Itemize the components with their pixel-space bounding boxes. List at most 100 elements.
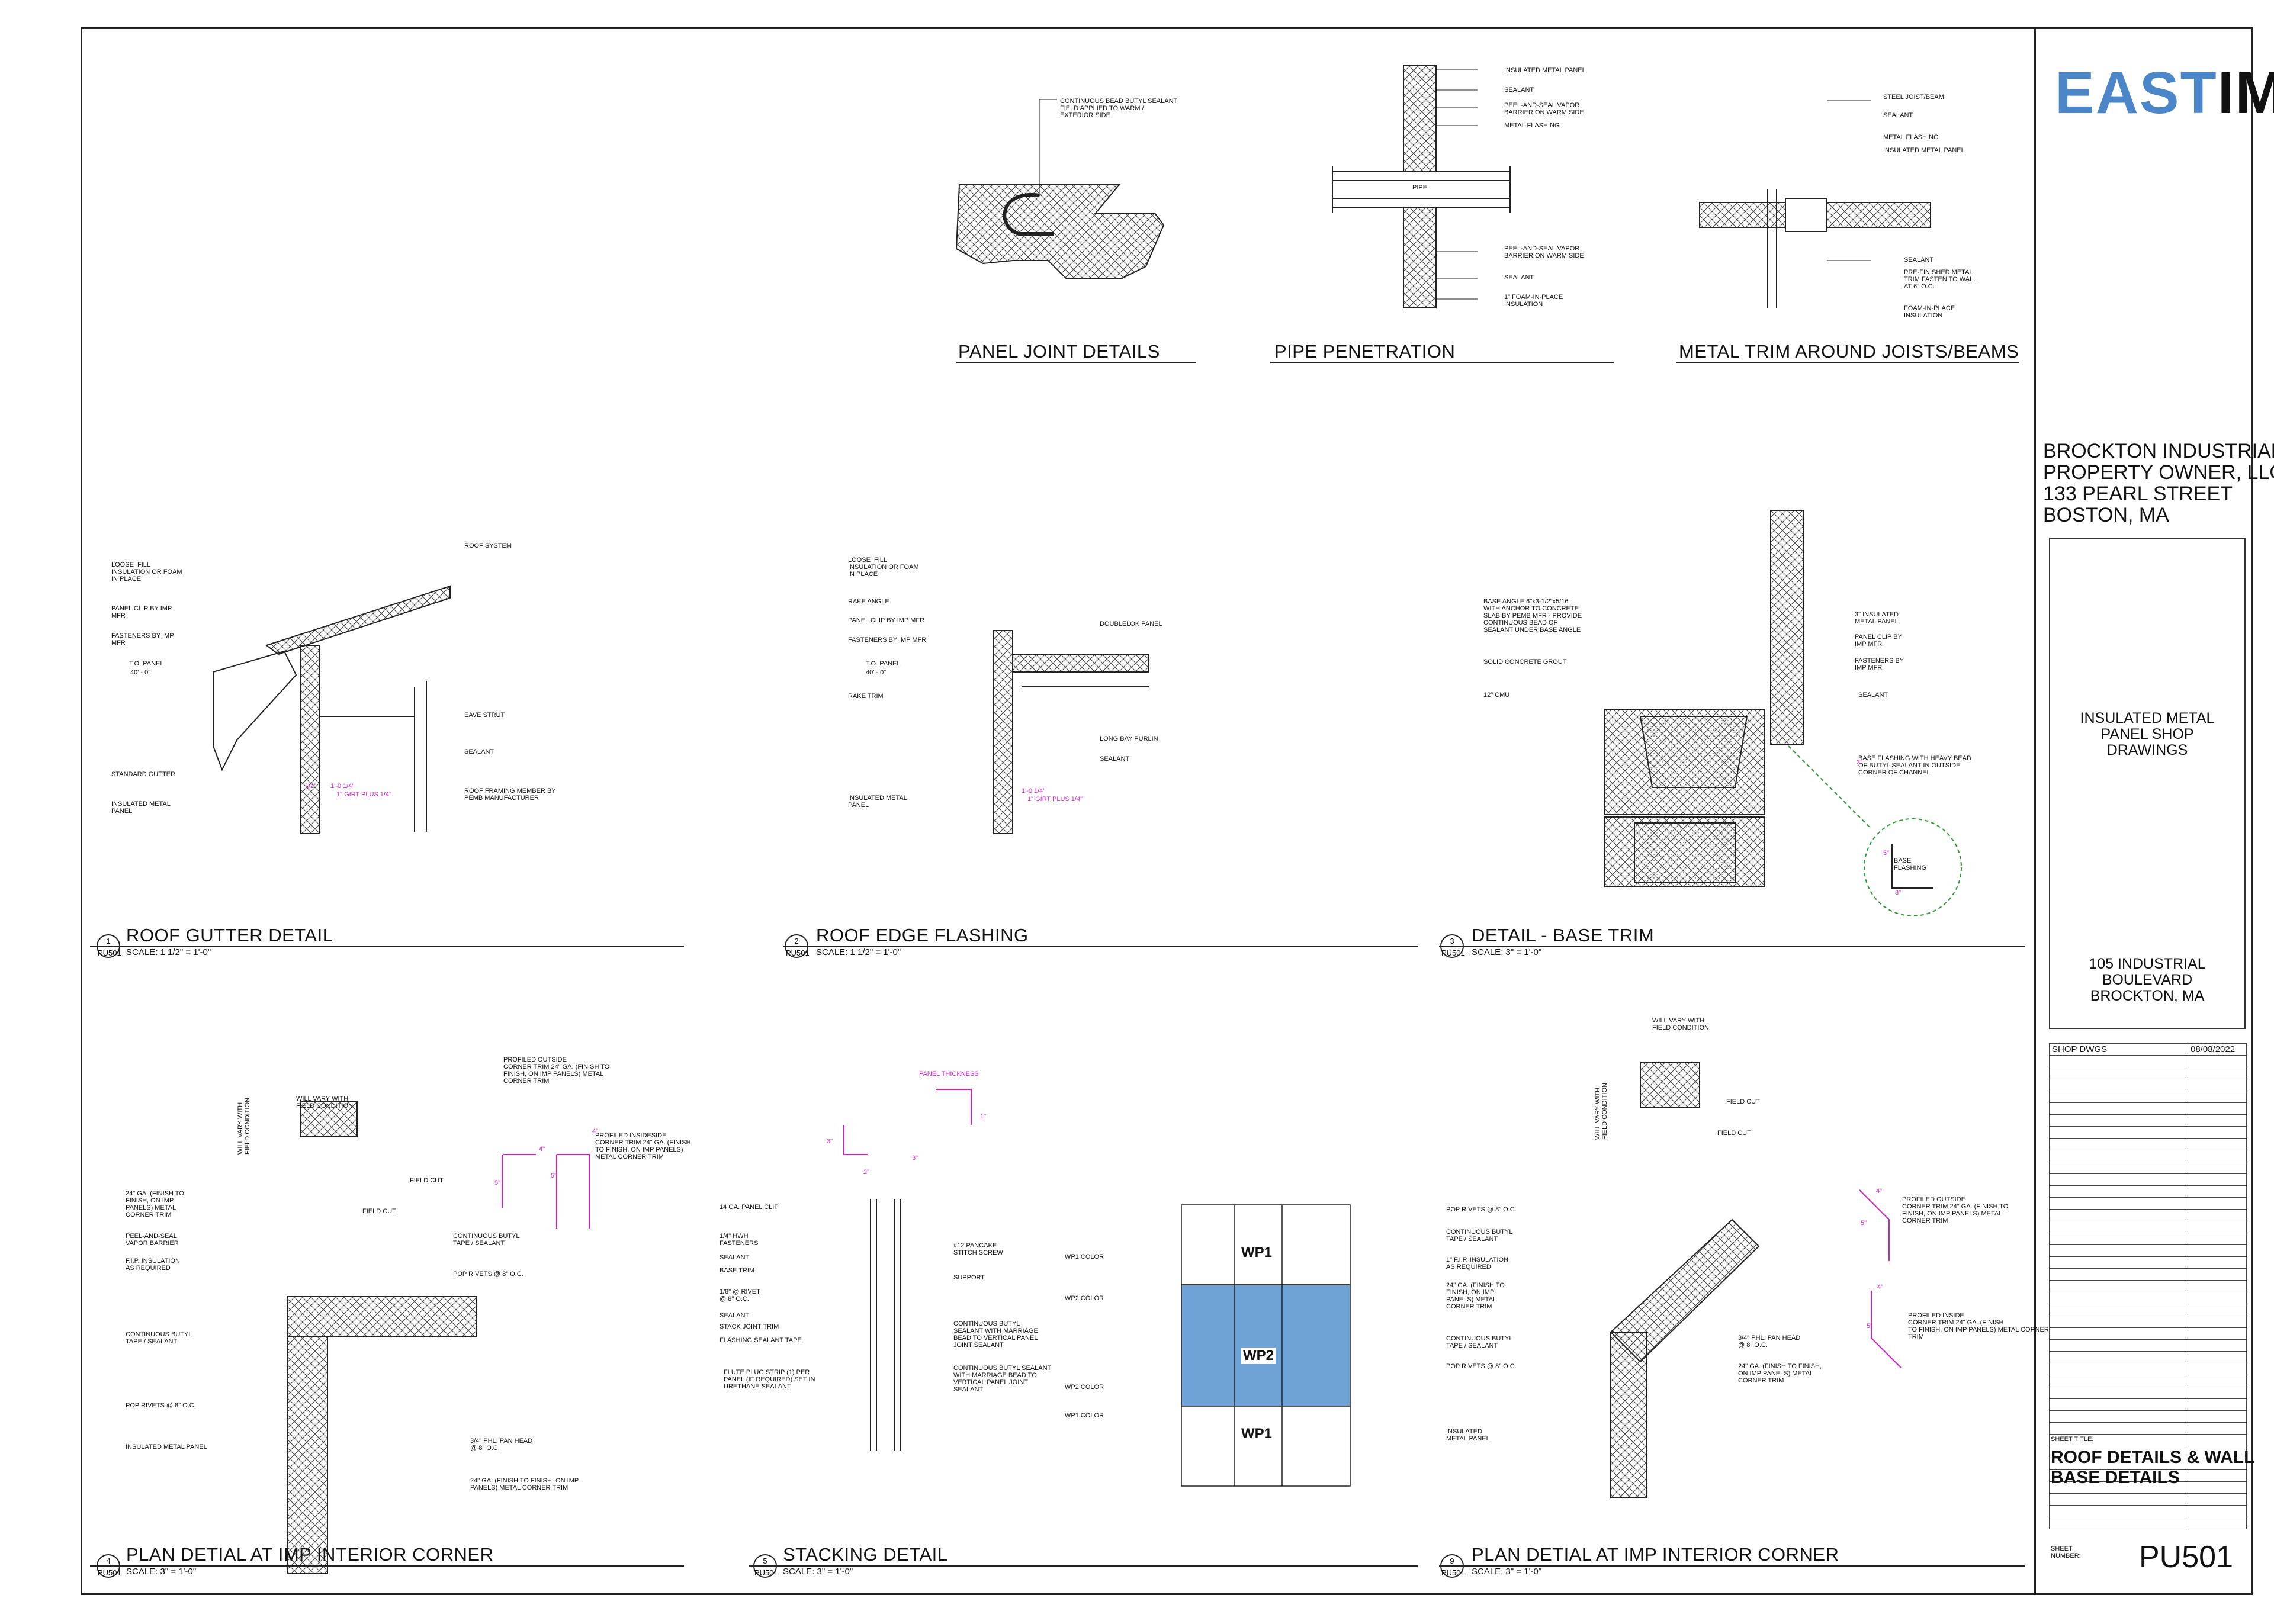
revision-date xyxy=(2188,1197,2247,1210)
revision-row xyxy=(2049,1256,2247,1269)
d1-note-5: INSULATED METAL PANEL xyxy=(111,800,171,815)
revision-desc xyxy=(2049,1398,2188,1411)
d2-note-5: RAKE TRIM xyxy=(848,693,884,700)
d3-note-8: BASE FLASHING WITH HEAVY BEAD OF BUTYL S… xyxy=(1858,755,1971,776)
d1-dim-2: 1" GIRT PLUS 1/4" xyxy=(336,791,392,798)
revision-row xyxy=(2049,1316,2247,1328)
d5-dim-1: 3" xyxy=(827,1138,833,1145)
d3-dim-a: 3" xyxy=(1857,759,1863,766)
owner-line-4: BOSTON, MA xyxy=(2043,504,2169,526)
d2-dim-2: 1" GIRT PLUS 1/4" xyxy=(1027,796,1083,803)
sheet-number-label: SHEET NUMBER: xyxy=(2051,1545,2081,1559)
d9-note-14: PROFILED OUTSIDE CORNER TRIM 24" GA. (FI… xyxy=(1902,1196,2009,1224)
d5-note-9: FLUTE PLUG STRIP (1) PER PANEL (IF REQUI… xyxy=(724,1369,815,1390)
revision-desc xyxy=(2049,1268,2188,1281)
revision-date xyxy=(2188,1268,2247,1281)
d5-note-6: SEALANT xyxy=(720,1312,750,1319)
pipe-penetration-title: PIPE PENETRATION xyxy=(1274,341,1456,362)
pipe-note-3: PEEL-AND-SEAL VAPOR BARRIER ON WARM SIDE xyxy=(1504,102,1584,116)
d5-note-10: #12 PANCAKE STITCH SCREW xyxy=(953,1242,1003,1256)
revision-date xyxy=(2188,1209,2247,1221)
d1-note-4: STANDARD GUTTER xyxy=(111,771,175,778)
revision-desc xyxy=(2049,1316,2188,1328)
project-line-2: PANEL SHOP xyxy=(2100,726,2194,742)
revision-row xyxy=(2049,1102,2247,1115)
d4-note-9: POP RIVETS @ 8" O.C. xyxy=(126,1402,196,1409)
d5-dim-2: 2" xyxy=(863,1169,870,1176)
d4-dim-3: 4" xyxy=(592,1128,599,1135)
d1-elev-label: T.O. PANEL xyxy=(129,660,164,667)
sheet-number: PU501 xyxy=(2139,1540,2233,1574)
d2-note-8: LONG BAY PURLIN xyxy=(1100,735,1158,742)
revision-desc xyxy=(2049,1387,2188,1399)
revision-date: 08/08/2022 xyxy=(2188,1043,2247,1056)
revision-date xyxy=(2188,1316,2247,1328)
revision-row xyxy=(2049,1410,2247,1423)
d5-color-3: WP2 COLOR xyxy=(1065,1384,1104,1391)
revision-desc xyxy=(2049,1363,2188,1375)
revision-desc xyxy=(2049,1114,2188,1127)
d5-note-8: FLASHING SEALANT TAPE xyxy=(720,1337,802,1344)
revision-row xyxy=(2049,1185,2247,1198)
panel-joint-title: PANEL JOINT DETAILS xyxy=(958,341,1160,362)
revision-date xyxy=(2188,1067,2247,1079)
revision-row xyxy=(2049,1351,2247,1363)
detail-3-number: 3 xyxy=(1450,937,1454,946)
revision-desc xyxy=(2049,1079,2188,1091)
logo-imp: IMP xyxy=(2217,60,2274,126)
revision-date xyxy=(2188,1363,2247,1375)
d4-note-4: FIELD CUT xyxy=(362,1208,396,1215)
pipe-note-7: 1" FOAM-IN-PLACE INSULATION xyxy=(1504,294,1563,308)
detail-4-scale: SCALE: 3" = 1'-0" xyxy=(126,1567,197,1577)
trim-note-4: INSULATED METAL PANEL xyxy=(1883,147,1965,154)
revision-date xyxy=(2188,1055,2247,1067)
site-line-2: BOULEVARD xyxy=(2102,972,2193,988)
revision-desc xyxy=(2049,1067,2188,1079)
d9-note-6: CONTINUOUS BUTYL TAPE / SEALANT xyxy=(1446,1229,1513,1243)
plan-corner-drawing-9 xyxy=(1610,1062,1902,1498)
sheet-title-line-2: BASE DETAILS xyxy=(2051,1468,2180,1487)
d4-dim-2: 5" xyxy=(494,1179,501,1186)
d5-color-2: WP2 COLOR xyxy=(1065,1295,1104,1302)
d5-note-3: SEALANT xyxy=(720,1254,750,1261)
d1-note-6: ROOF SYSTEM xyxy=(464,542,512,549)
sheet-border xyxy=(81,27,2036,1595)
d9-note-13: 24" GA. (FINISH TO FINISH, ON IMP PANELS… xyxy=(1738,1363,1822,1384)
revision-date xyxy=(2188,1162,2247,1174)
pipe-note-5: PEEL-AND-SEAL VAPOR BARRIER ON WARM SIDE xyxy=(1504,245,1584,259)
owner-line-2: PROPERTY OWNER, LLC xyxy=(2043,461,2274,484)
d4-note-6: PEEL-AND-SEAL VAPOR BARRIER xyxy=(126,1233,179,1247)
detail-4-number: 4 xyxy=(106,1557,111,1565)
revision-row xyxy=(2049,1398,2247,1411)
detail-1-number: 1 xyxy=(106,937,111,946)
revision-desc xyxy=(2049,1493,2188,1506)
d3-dim-c: 3" xyxy=(1895,889,1902,896)
d4-note-8: CONTINUOUS BUTYL TAPE / SEALANT xyxy=(126,1331,192,1345)
revision-row xyxy=(2049,1209,2247,1221)
d5-note-1: 14 GA. PANEL CLIP xyxy=(720,1204,779,1211)
revision-desc xyxy=(2049,1375,2188,1387)
revision-desc xyxy=(2049,1197,2188,1210)
revision-desc xyxy=(2049,1327,2188,1340)
revision-row xyxy=(2049,1339,2247,1352)
revision-desc xyxy=(2049,1221,2188,1233)
d4-dim-4: 5" xyxy=(551,1172,557,1179)
d2-note-7: DOUBLELOK PANEL xyxy=(1100,620,1162,628)
d1-note-7: EAVE STRUT xyxy=(464,712,505,719)
revision-row xyxy=(2049,1375,2247,1387)
d5-note-11: SUPPORT xyxy=(953,1274,985,1281)
detail-9-number: 9 xyxy=(1450,1557,1454,1565)
company-logo: EASTIMP xyxy=(2055,59,2274,127)
revision-desc xyxy=(2049,1422,2188,1435)
d4-note-3: FIELD CUT xyxy=(410,1177,444,1184)
detail-1-scale: SCALE: 1 1/2" = 1'-0" xyxy=(126,947,211,957)
d5-note-2: 1/4" HWH FASTENERS xyxy=(720,1233,759,1247)
revision-date xyxy=(2188,1091,2247,1103)
d4-note-7: F.I.P. INSULATION AS REQUIRED xyxy=(126,1258,180,1272)
revision-desc xyxy=(2049,1162,2188,1174)
d3-dim-b: 5" xyxy=(1883,850,1890,857)
d2-note-4: FASTENERS BY IMP MFR xyxy=(848,636,927,644)
d3-note-3: 12" CMU xyxy=(1483,692,1510,699)
pipe-penetration-drawing xyxy=(1332,65,1511,308)
